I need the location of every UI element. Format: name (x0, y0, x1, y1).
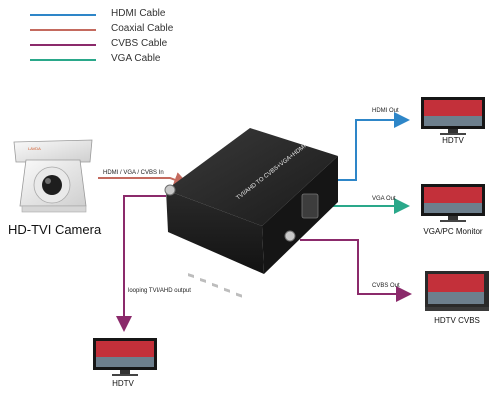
converter-top (166, 128, 338, 226)
camera-base (21, 205, 87, 213)
status-led-1 (188, 273, 194, 279)
vga-out-label: VGA Out (372, 196, 396, 202)
looping-label: looping TVI/AHD output (128, 288, 191, 294)
crt-tv-icon (425, 271, 489, 311)
legend-label-cvbs: CVBS Cable (111, 38, 168, 49)
ptz-camera: LAVDA (13, 139, 93, 213)
bnc-port-out (284, 230, 296, 242)
hdtv-label: HDTV (442, 136, 464, 145)
camera-caption: HD-TVI Camera (8, 222, 102, 237)
legend-swatch-hdmi (30, 14, 96, 16)
legend-swatch-cvbs (30, 44, 96, 46)
hdtv-monitor (420, 96, 486, 141)
camera-mount (13, 139, 93, 163)
loop-tv-icon (93, 338, 157, 376)
cvbs-out-label: CVBS Out (372, 283, 400, 289)
hdtv-cvbs-label: HDTV CVBS (434, 316, 480, 325)
hdmi-out-label: HDMI Out (372, 108, 399, 114)
loop-hdtv-label: HDTV (112, 379, 134, 388)
status-led-5 (236, 292, 242, 298)
status-led-2 (200, 277, 206, 283)
loop-hdtv-monitor (92, 337, 158, 382)
camera-lens (42, 175, 62, 195)
tv-icon (421, 97, 485, 135)
legend-label-coaxial: Coaxial Cable (111, 23, 174, 34)
vga-port (301, 193, 319, 219)
status-led-3 (212, 282, 218, 288)
looping-cable (116, 195, 166, 332)
camera-brand: LAVDA (28, 146, 41, 151)
legend-label-vga: VGA Cable (111, 53, 161, 64)
input-cable (98, 172, 190, 188)
hdmi-out-cable (330, 112, 410, 181)
input-label: HDMI / VGA / CVBS In (103, 170, 164, 176)
vga-pc-monitor (420, 183, 486, 228)
monitor-icon (421, 184, 485, 222)
legend-swatch-coaxial (30, 29, 96, 31)
legend-label-hdmi: HDMI Cable (111, 8, 166, 19)
hdtv-cvbs-monitor (424, 270, 490, 317)
status-led-4 (224, 287, 230, 293)
converter-front (166, 190, 264, 274)
cvbs-out-cable (300, 239, 412, 302)
vga-pc-monitor-label: VGA/PC Monitor (423, 227, 483, 236)
converter-side (262, 156, 338, 274)
legend-swatch-vga (30, 59, 96, 61)
converter-box: TVI/AHD TO CVBS+VGA+HDMI (164, 128, 338, 298)
camera-lens-glint (45, 178, 51, 184)
bnc-port-in (164, 184, 176, 196)
